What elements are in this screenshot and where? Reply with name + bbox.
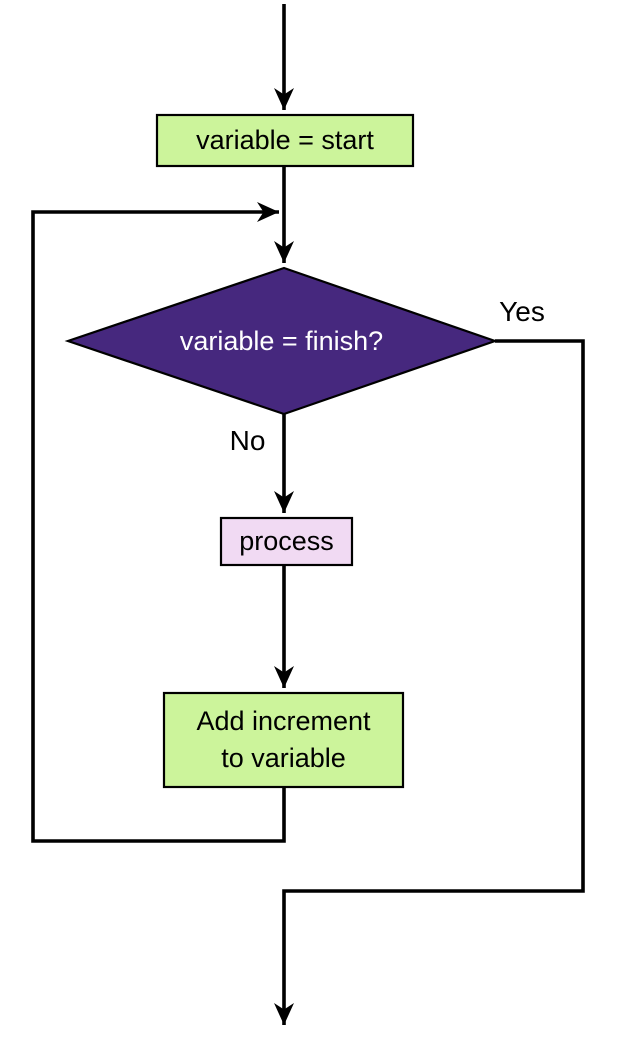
start-node-label: variable = start: [196, 125, 374, 155]
no-edge-label: No: [229, 425, 266, 456]
process-node-shape: [219, 516, 354, 567]
increment-label-line2: to variable: [221, 743, 346, 773]
increment-node-label: Add increment to variable: [164, 693, 403, 787]
decision-node-label: variable = finish?: [179, 325, 384, 356]
decision-node-shape: [64, 266, 499, 416]
start-node-shape: [155, 113, 415, 168]
yes-edge-label: Yes: [499, 296, 545, 327]
edge-yes: [274, 339, 585, 1025]
edge-loop-back: [31, 202, 286, 843]
increment-node-shape: [162, 691, 405, 789]
increment-label-line1: Add increment: [196, 706, 371, 736]
process-node-label: process: [239, 526, 334, 556]
